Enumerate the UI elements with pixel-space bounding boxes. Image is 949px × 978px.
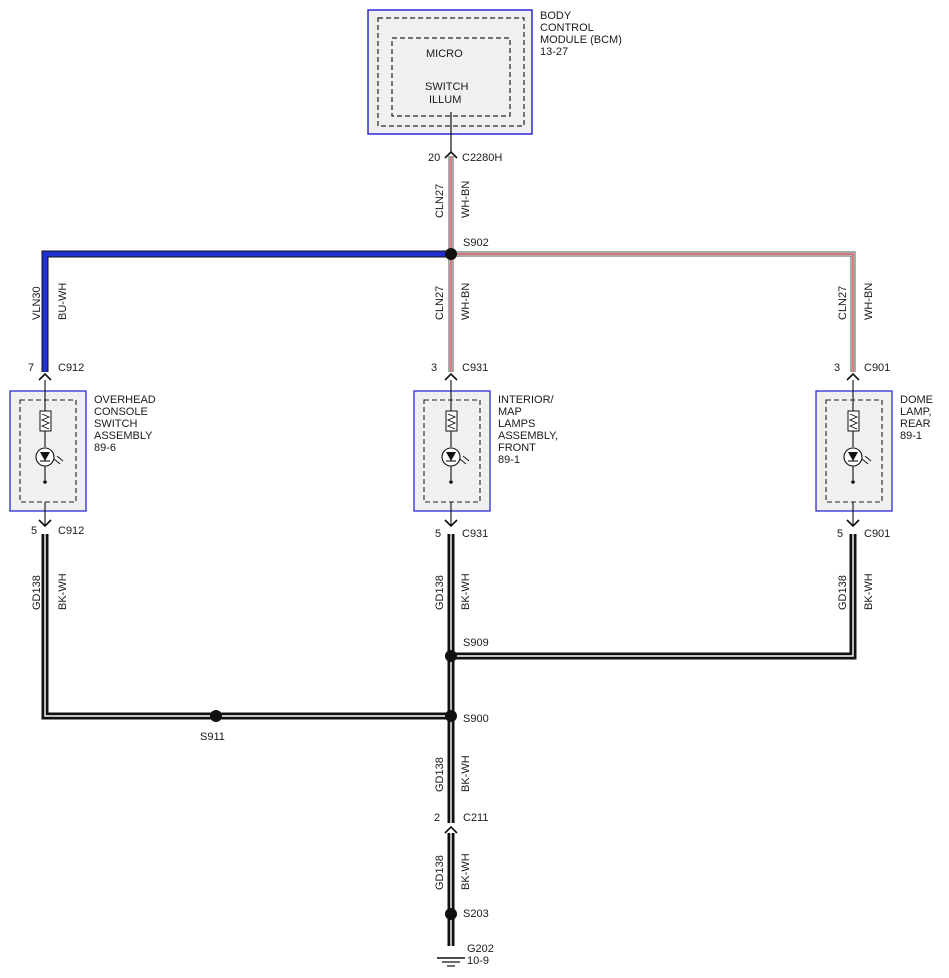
c211-chevron — [444, 825, 458, 834]
wire-label-gd-left-color: BK-WH — [57, 573, 69, 610]
c931-top-chevron — [444, 372, 458, 381]
wire-label-right-color: WH-BN — [863, 283, 875, 320]
bcm-box — [367, 9, 533, 135]
splice-s902-dot — [445, 248, 457, 260]
interior-name-5: FRONT — [498, 442, 536, 454]
dome-lamp-component: 3 C901 5 C901 DOME LAMP, REAR 89-1 — [815, 362, 933, 540]
bcm-switch-label-1: SWITCH — [425, 81, 468, 93]
overhead-dashed — [19, 399, 77, 503]
overhead-name-4: ASSEMBLY — [94, 430, 153, 442]
wire-label-gd-mid-circuit: GD138 — [434, 575, 446, 610]
splice-s911-label: S911 — [200, 731, 225, 743]
bcm-name-1: BODY — [540, 10, 572, 22]
wire-label-right-circuit: CLN27 — [837, 286, 849, 320]
splice-s911-dot — [210, 710, 222, 722]
c912-bottom-pin: 5 — [31, 525, 37, 537]
wire-label-mid-color: WH-BN — [460, 283, 472, 320]
ground-wires — [41, 534, 857, 946]
c931-bottom-pin: 5 — [435, 528, 441, 540]
wire-label-mid-circuit: CLN27 — [434, 286, 446, 320]
wire-label-gd-left-circuit: GD138 — [31, 575, 43, 610]
dome-dashed — [825, 399, 883, 503]
c2280h-connector: 20 C2280H — [428, 150, 502, 164]
wire-label-gd-lower-color: BK-WH — [460, 755, 472, 792]
c2280h-chevron — [444, 150, 458, 159]
wire-label-gd-bottom-color: BK-WH — [460, 853, 472, 890]
c211-label: C211 — [463, 812, 488, 824]
splice-s900-label: S900 — [463, 713, 489, 725]
c931-top-pin: 3 — [431, 362, 437, 374]
dome-name-1: DOME — [900, 394, 933, 406]
splice-s909-label: S909 — [463, 637, 489, 649]
wire-label-top-circuit: CLN27 — [434, 184, 446, 218]
ground-name: G202 — [467, 943, 494, 955]
wire-label-gd-lower-circuit: GD138 — [434, 757, 446, 792]
wire-label-gd-right-circuit: GD138 — [837, 575, 849, 610]
interior-map-lamps-component: 3 C931 5 C931 INTERIOR/ MAP LAMPS ASSEMB… — [413, 362, 558, 540]
interior-name-4: ASSEMBLY, — [498, 430, 558, 442]
c931-bottom-label: C931 — [462, 528, 488, 540]
splice-s203-dot — [445, 908, 457, 920]
splice-s203-label: S203 — [463, 908, 489, 920]
wire-label-top-color: WH-BN — [460, 181, 472, 218]
c931-bottom-chevron — [444, 519, 458, 528]
splice-s900-dot — [445, 710, 457, 722]
c901-top-pin: 3 — [834, 362, 840, 374]
splice-s902-label: S902 — [463, 237, 489, 249]
bcm-module: MICRO SWITCH ILLUM BODY CONTROL MODULE (… — [367, 9, 622, 135]
dome-name-2: LAMP, — [900, 406, 932, 418]
c2280h-pin: 20 — [428, 152, 440, 164]
c901-top-label: C901 — [864, 362, 890, 374]
bcm-name-3: MODULE (BCM) — [540, 34, 622, 46]
bcm-micro-label: MICRO — [426, 48, 463, 60]
overhead-name-5: 89-6 — [94, 442, 116, 454]
wire-label-left-circuit: VLN30 — [31, 286, 43, 320]
wire-left-buwh — [41, 250, 451, 372]
c211-connector: 2 C211 — [434, 812, 488, 834]
c912-top-pin: 7 — [28, 362, 34, 374]
overhead-name-3: SWITCH — [94, 418, 137, 430]
overhead-name-2: CONSOLE — [94, 406, 148, 418]
bcm-name-2: CONTROL — [540, 22, 594, 34]
dome-name-3: REAR — [900, 418, 931, 430]
dome-resistor-icon — [847, 410, 860, 432]
bcm-micro-dashed — [391, 37, 511, 117]
ground-ref: 10-9 — [467, 955, 489, 967]
c912-bottom-label: C912 — [58, 525, 84, 537]
bcm-inner-dashed — [377, 17, 525, 127]
wire-label-gd-bottom-circuit: GD138 — [434, 855, 446, 890]
interior-name-3: LAMPS — [498, 418, 535, 430]
dome-name-4: 89-1 — [900, 430, 922, 442]
overhead-name-1: OVERHEAD — [94, 394, 156, 406]
wire-right-whbn — [451, 251, 856, 372]
interior-resistor-icon — [445, 410, 458, 432]
c931-top-label: C931 — [462, 362, 488, 374]
wire-label-gd-right-color: BK-WH — [863, 573, 875, 610]
bcm-switch-label-2: ILLUM — [429, 94, 461, 106]
overhead-resistor-icon — [39, 410, 52, 432]
wire-label-gd-mid-color: BK-WH — [460, 573, 472, 610]
interior-name-1: INTERIOR/ — [498, 394, 555, 406]
c912-bottom-chevron — [38, 519, 52, 528]
c901-top-chevron — [846, 372, 860, 381]
c2280h-label: C2280H — [462, 152, 502, 164]
c211-pin: 2 — [434, 812, 440, 824]
overhead-console-component: 7 C912 5 C912 OVERHEAD CONSOLE SWITCH AS… — [9, 362, 156, 537]
bcm-name-4: 13-27 — [540, 46, 568, 58]
c912-top-label: C912 — [58, 362, 84, 374]
c912-top-chevron — [38, 372, 52, 381]
c901-bottom-label: C901 — [864, 528, 890, 540]
splice-s909-dot — [445, 650, 457, 662]
c901-bottom-pin: 5 — [837, 528, 843, 540]
wire-label-left-color: BU-WH — [57, 283, 69, 320]
ground-g202: G202 10-9 — [437, 943, 494, 967]
c901-bottom-chevron — [846, 519, 860, 528]
interior-name-6: 89-1 — [498, 454, 520, 466]
interior-name-2: MAP — [498, 406, 522, 418]
interior-dashed — [423, 399, 481, 503]
